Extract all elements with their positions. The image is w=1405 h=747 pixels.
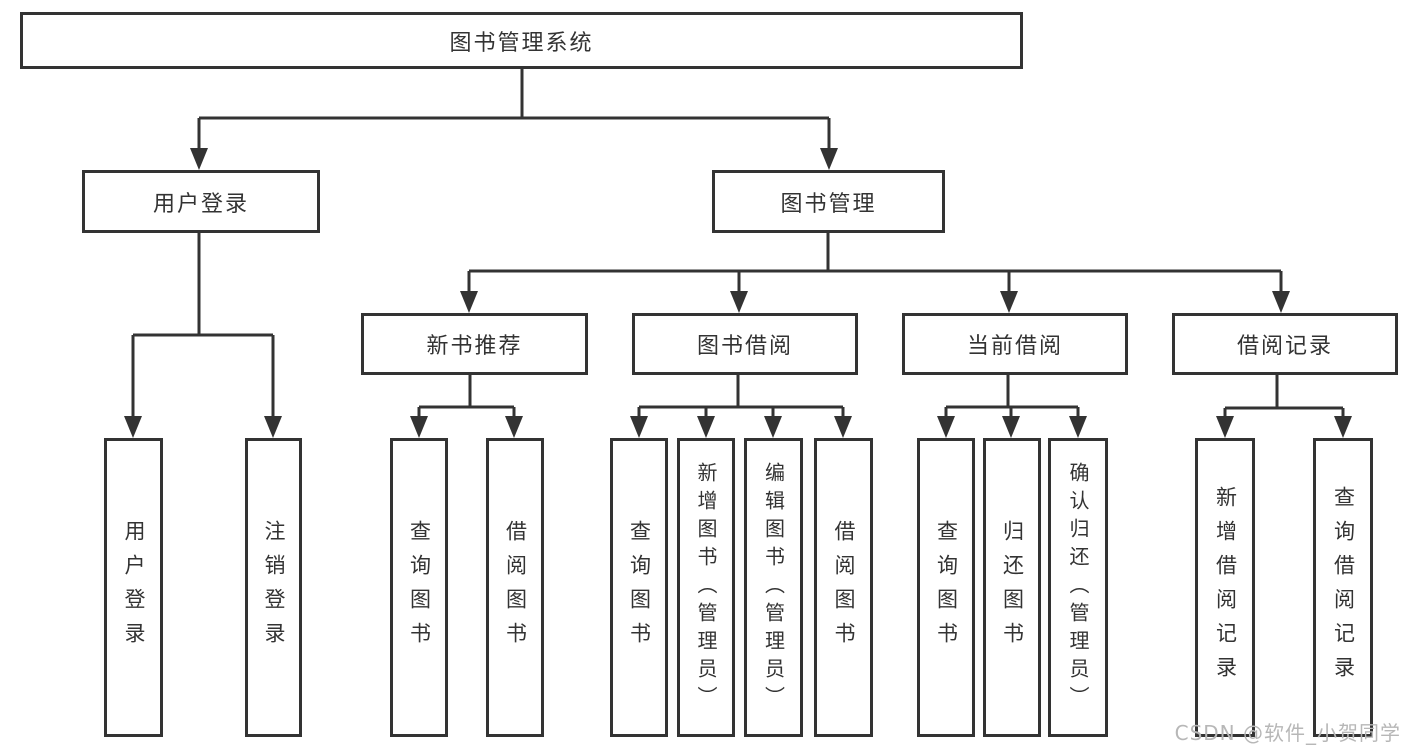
leaf-logout-label: 注销登录 bbox=[262, 519, 286, 656]
leaf-confirm-return-admin: 确认归还（管理员） bbox=[1048, 438, 1108, 737]
leaf-add-book-admin-label: 新增图书（管理员） bbox=[694, 461, 718, 714]
leaf-query-books-recommend: 查询图书 bbox=[390, 438, 448, 737]
leaf-edit-book-admin: 编辑图书（管理员） bbox=[744, 438, 803, 737]
leaf-return-books-label: 归还图书 bbox=[1000, 519, 1025, 656]
leaf-query-books-borrowing: 查询图书 bbox=[610, 438, 668, 737]
leaf-query-books-current-label: 查询图书 bbox=[934, 519, 959, 656]
leaf-confirm-return-admin-label: 确认归还（管理员） bbox=[1066, 461, 1090, 714]
leaf-query-books-current: 查询图书 bbox=[917, 438, 975, 737]
leaf-add-borrow-record-label: 新增借阅记录 bbox=[1213, 485, 1238, 690]
leaf-add-borrow-record: 新增借阅记录 bbox=[1195, 438, 1255, 737]
node-library-system: 图书管理系统 bbox=[20, 12, 1023, 69]
leaf-borrow-books-recommend: 借阅图书 bbox=[486, 438, 544, 737]
leaf-borrow-books-borrowing: 借阅图书 bbox=[814, 438, 873, 737]
node-current-borrowing: 当前借阅 bbox=[902, 313, 1128, 375]
node-book-management: 图书管理 bbox=[712, 170, 945, 233]
leaf-user-login: 用户登录 bbox=[104, 438, 163, 737]
leaf-edit-book-admin-label: 编辑图书（管理员） bbox=[761, 461, 786, 714]
node-user-login: 用户登录 bbox=[82, 170, 320, 233]
leaf-query-borrow-record-label: 查询借阅记录 bbox=[1331, 485, 1356, 690]
leaf-borrow-books-recommend-label: 借阅图书 bbox=[503, 519, 528, 656]
leaf-query-books-borrowing-label: 查询图书 bbox=[627, 519, 652, 656]
leaf-return-books: 归还图书 bbox=[983, 438, 1041, 737]
node-new-book-recommend: 新书推荐 bbox=[361, 313, 588, 375]
leaf-logout: 注销登录 bbox=[245, 438, 302, 737]
watermark: CSDN @软件_小贺同学 bbox=[1174, 721, 1401, 745]
leaf-add-book-admin: 新增图书（管理员） bbox=[677, 438, 735, 737]
leaf-borrow-books-borrowing-label: 借阅图书 bbox=[832, 519, 856, 656]
leaf-user-login-label: 用户登录 bbox=[122, 519, 146, 656]
node-book-borrowing: 图书借阅 bbox=[632, 313, 858, 375]
leaf-query-books-recommend-label: 查询图书 bbox=[407, 519, 432, 656]
node-borrowing-records: 借阅记录 bbox=[1172, 313, 1398, 375]
leaf-query-borrow-record: 查询借阅记录 bbox=[1313, 438, 1373, 737]
